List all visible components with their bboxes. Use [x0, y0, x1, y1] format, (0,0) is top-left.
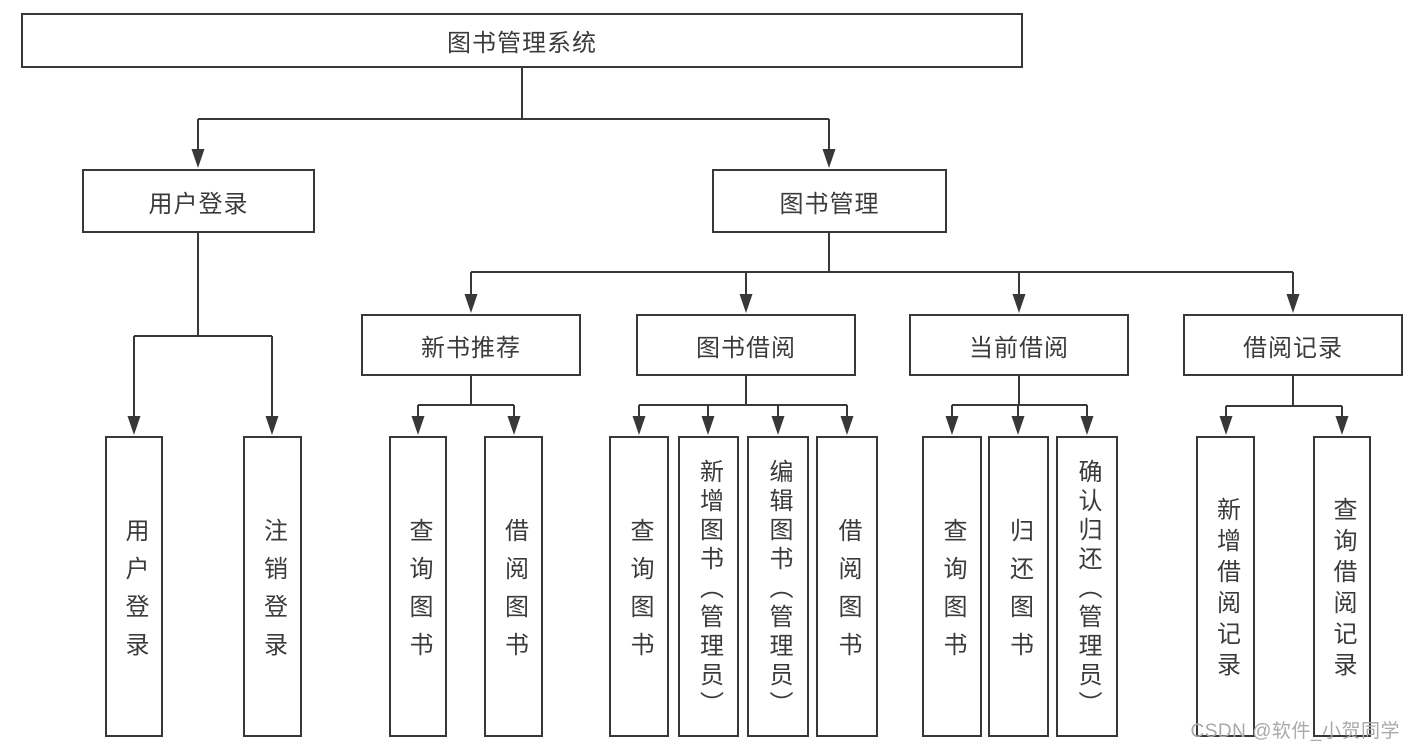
leaf-user-login: 用户登录: [105, 436, 163, 737]
node-new-book-recommend-label: 新书推荐: [421, 334, 521, 362]
node-borrowing-records-label: 借阅记录: [1243, 334, 1343, 362]
leaf-confirm-return-admin: 确认归还（管理员）: [1056, 436, 1118, 737]
arrow-down-icons: [127, 149, 1349, 435]
leaf-confirm-return-admin-label: 确认归还（管理员）: [1074, 458, 1101, 720]
node-root-label: 图书管理系统: [447, 30, 597, 57]
node-current-borrowing: 当前借阅: [909, 314, 1129, 376]
leaf-query-borrow-record-label: 查询借阅记录: [1329, 497, 1356, 683]
node-book-management: 图书管理: [712, 169, 947, 233]
node-user-login: 用户登录: [82, 169, 315, 233]
leaf-return-books-label: 归还图书: [1005, 517, 1033, 670]
leaf-recommend-query-books-label: 查询图书: [405, 517, 432, 670]
leaf-borrowing-query-books-label: 查询图书: [626, 517, 653, 670]
leaf-borrowing-borrow-books: 借阅图书: [816, 436, 878, 737]
connector-lines: [133, 68, 1343, 419]
leaf-add-books-admin: 新增图书（管理员）: [678, 436, 739, 737]
leaf-recommend-query-books: 查询图书: [389, 436, 447, 737]
leaf-recommend-borrow-books: 借阅图书: [484, 436, 543, 737]
leaf-query-borrow-record: 查询借阅记录: [1313, 436, 1371, 737]
node-book-borrowing-label: 图书借阅: [696, 334, 796, 362]
leaf-current-query-books: 查询图书: [922, 436, 982, 737]
node-borrowing-records: 借阅记录: [1183, 314, 1403, 376]
leaf-logout-label: 注销登录: [259, 517, 287, 670]
leaf-logout: 注销登录: [243, 436, 302, 737]
csdn-watermark: CSDN @软件_小贺同学: [1190, 721, 1400, 742]
node-new-book-recommend: 新书推荐: [361, 314, 581, 376]
leaf-edit-books-admin: 编辑图书（管理员）: [747, 436, 809, 737]
leaf-recommend-borrow-books-label: 借阅图书: [500, 517, 528, 670]
leaf-add-borrow-record: 新增借阅记录: [1196, 436, 1255, 737]
node-book-management-label: 图书管理: [779, 190, 880, 218]
leaf-add-books-admin-label: 新增图书（管理员）: [695, 458, 723, 720]
leaf-borrowing-query-books: 查询图书: [609, 436, 669, 737]
leaf-add-borrow-record-label: 新增借阅记录: [1212, 497, 1240, 683]
node-current-borrowing-label: 当前借阅: [969, 334, 1069, 362]
leaf-user-login-label: 用户登录: [121, 517, 148, 670]
leaf-borrowing-borrow-books-label: 借阅图书: [834, 517, 861, 670]
node-user-login-label: 用户登录: [148, 190, 249, 218]
leaf-edit-books-admin-label: 编辑图书（管理员）: [765, 458, 792, 720]
node-root: 图书管理系统: [21, 13, 1023, 68]
leaf-return-books: 归还图书: [988, 436, 1049, 737]
node-book-borrowing: 图书借阅: [636, 314, 856, 376]
leaf-current-query-books-label: 查询图书: [939, 517, 966, 670]
